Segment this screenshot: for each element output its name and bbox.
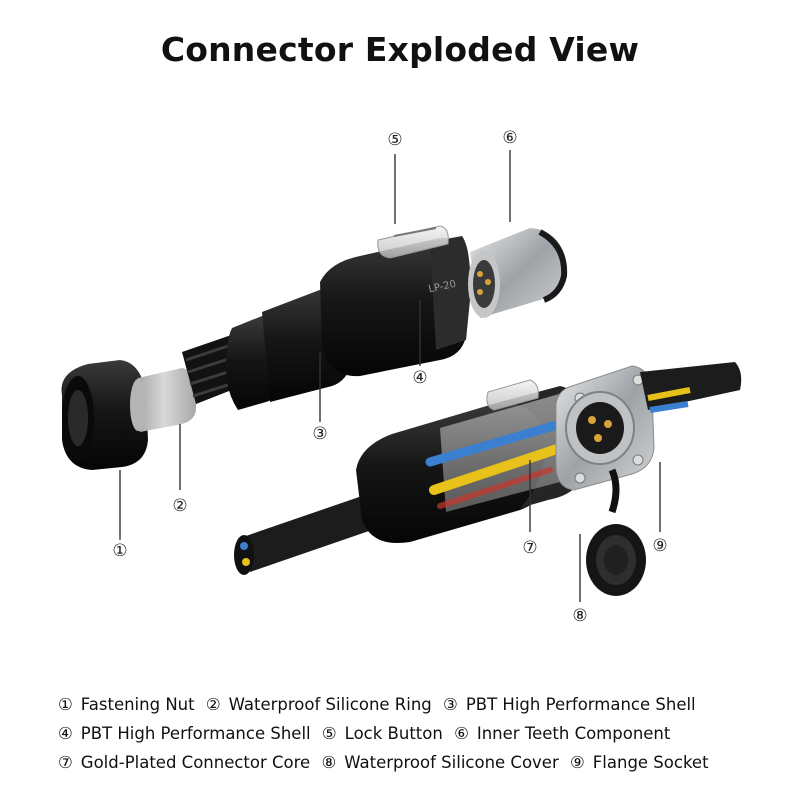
parts-legend: ① Fastening Nut ② Waterproof Silicone Ring… bbox=[58, 690, 788, 777]
callout-8: ⑧ bbox=[572, 606, 588, 626]
legend-line-2: ④ PBT High Performance Shell ⑤ Lock Button… bbox=[58, 719, 788, 748]
waterproof-silicone-ring bbox=[130, 368, 196, 432]
flange-socket bbox=[555, 365, 655, 491]
legend-item: ③ PBT High Performance Shell bbox=[443, 695, 696, 714]
legend-label: Fastening Nut bbox=[80, 695, 195, 714]
legend-line-3: ⑦ Gold-Plated Connector Core ⑧ Waterproof … bbox=[58, 748, 788, 777]
legend-mark: ② bbox=[205, 695, 221, 714]
legend-mark: ⑤ bbox=[321, 724, 337, 743]
legend-item: ⑥ Inner Teeth Component bbox=[454, 724, 670, 743]
rear-cable bbox=[640, 362, 742, 413]
transparent-core-section bbox=[425, 392, 582, 512]
legend-item: ⑤ Lock Button bbox=[322, 724, 443, 743]
legend-label: PBT High Performance Shell bbox=[465, 695, 696, 714]
fastening-nut bbox=[61, 360, 148, 470]
legend-label: Gold-Plated Connector Core bbox=[80, 753, 311, 772]
legend-mark: ⑦ bbox=[58, 753, 73, 772]
inner-teeth-component bbox=[468, 228, 568, 318]
legend-line-1: ① Fastening Nut ② Waterproof Silicone Ring… bbox=[58, 690, 788, 719]
callout-6: ⑥ bbox=[502, 128, 518, 148]
callout-3: ③ bbox=[312, 424, 328, 444]
callout-2: ② bbox=[172, 496, 188, 516]
waterproof-silicone-cover bbox=[586, 468, 646, 596]
legend-label: Inner Teeth Component bbox=[476, 724, 671, 743]
legend-mark: ⑧ bbox=[321, 753, 337, 772]
legend-item: ① Fastening Nut bbox=[58, 695, 195, 714]
callout-9: ⑨ bbox=[652, 536, 668, 556]
legend-item: ④ PBT High Performance Shell bbox=[58, 724, 311, 743]
assembled-lock-button bbox=[486, 379, 539, 411]
lock-button bbox=[377, 225, 449, 259]
callout-1: ① bbox=[112, 541, 128, 561]
legend-item: ② Waterproof Silicone Ring bbox=[206, 695, 432, 714]
callout-5: ⑤ bbox=[387, 130, 403, 150]
legend-mark: ① bbox=[58, 695, 73, 714]
legend-mark: ⑨ bbox=[570, 753, 585, 772]
page-title: Connector Exploded View bbox=[160, 30, 640, 69]
legend-label: PBT High Performance Shell bbox=[80, 724, 311, 743]
pbt-shell-front: LP-20 bbox=[320, 236, 471, 377]
callout-7: ⑦ bbox=[522, 538, 538, 558]
callout-4: ④ bbox=[412, 368, 428, 388]
legend-label: Waterproof Silicone Cover bbox=[344, 753, 559, 772]
legend-item: ⑦ Gold-Plated Connector Core bbox=[58, 753, 310, 772]
legend-mark: ③ bbox=[443, 695, 458, 714]
legend-item: ⑨ Flange Socket bbox=[570, 753, 709, 772]
legend-mark: ④ bbox=[58, 724, 73, 743]
legend-label: Waterproof Silicone Ring bbox=[228, 695, 432, 714]
legend-label: Flange Socket bbox=[592, 753, 709, 772]
legend-label: Lock Button bbox=[344, 724, 443, 743]
legend-mark: ⑥ bbox=[454, 724, 469, 743]
leader-lines bbox=[119, 150, 661, 602]
legend-item: ⑧ Waterproof Silicone Cover bbox=[321, 753, 558, 772]
